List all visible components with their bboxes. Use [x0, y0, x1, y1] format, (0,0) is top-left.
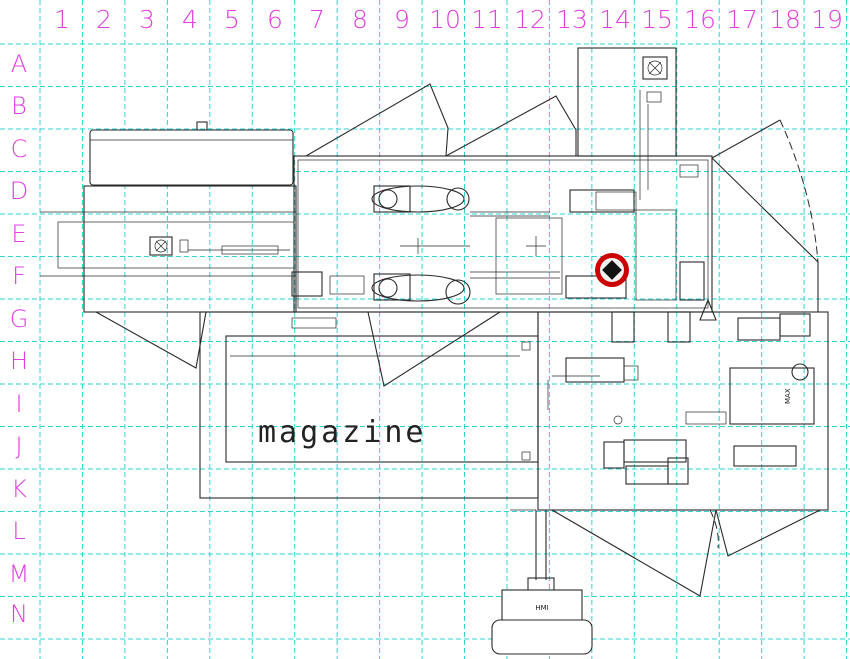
- column-label: 7: [309, 5, 325, 34]
- row-label: J: [15, 432, 22, 460]
- centre-platen: [495, 217, 563, 295]
- magazine-housing: [199, 311, 539, 499]
- guard-door-top-middle: [445, 95, 577, 157]
- servo-motor-1: [737, 317, 781, 341]
- hmi-label: HMI: [535, 604, 548, 612]
- column-label: 8: [352, 5, 368, 34]
- main-frame: [293, 155, 713, 313]
- cylinder-lower: [565, 275, 627, 299]
- row-label: L: [12, 517, 25, 545]
- infeed-belt: [57, 221, 295, 269]
- row-label: D: [10, 177, 28, 205]
- gearbox-3: [603, 441, 625, 469]
- gearbox-1: [611, 311, 635, 343]
- row-label: H: [10, 347, 28, 375]
- row-label: B: [11, 92, 27, 120]
- column-label: 16: [684, 5, 716, 34]
- servo-motor-3: [733, 445, 797, 467]
- control-cabinet: [89, 129, 294, 186]
- column-label: 4: [182, 5, 198, 34]
- column-label: 17: [726, 5, 758, 34]
- column-label: 10: [429, 5, 461, 34]
- hmi-console[interactable]: [491, 619, 593, 655]
- column-label: 15: [641, 5, 673, 34]
- column-label: 11: [471, 5, 503, 34]
- cylinder-upper: [569, 189, 635, 213]
- guard-door-bottom-right: [715, 509, 821, 557]
- belt-drive-upper: [371, 185, 465, 213]
- max-drive-unit: [729, 367, 815, 425]
- drive-motor-upper: [373, 185, 411, 213]
- fan-unit: [149, 236, 173, 256]
- column-label: 18: [769, 5, 801, 34]
- column-label: 2: [96, 5, 112, 34]
- column-label: 19: [811, 5, 843, 34]
- top-right-enclosure: [577, 47, 677, 157]
- row-label: M: [9, 560, 30, 588]
- guard-door-right: [711, 119, 781, 159]
- belt-drive-lower: [371, 274, 465, 302]
- row-label: G: [10, 305, 29, 333]
- column-labels: 1 2 3 4 5 6 7 8 9 10 11 12 13 14 15 16 1…: [54, 5, 843, 34]
- gearbox-2: [667, 311, 691, 343]
- fan-unit-top: [642, 56, 668, 80]
- row-label: K: [11, 475, 27, 503]
- cabinet-handle: [196, 121, 208, 131]
- drive-motor-lower: [373, 273, 411, 301]
- max-label: MAX: [784, 388, 792, 404]
- column-label: 1: [54, 5, 70, 34]
- marker-diamond-icon: [602, 260, 622, 280]
- guard-door-bottom-left: [551, 509, 717, 597]
- guard-flap-magazine: [367, 311, 501, 387]
- fan-icon: [154, 239, 168, 253]
- row-label: N: [10, 600, 28, 628]
- column-label: 6: [267, 5, 283, 34]
- motor-lower-left: [291, 271, 323, 297]
- column-label: 5: [224, 5, 240, 34]
- magazine-label: magazine: [258, 415, 427, 450]
- column-label: 3: [139, 5, 155, 34]
- row-label: I: [15, 390, 22, 418]
- column-label: 12: [514, 5, 546, 34]
- row-label: A: [11, 50, 27, 78]
- column-label: 9: [394, 5, 410, 34]
- row-label: F: [12, 262, 26, 290]
- machine-layout: magazine MAX HMI: [40, 47, 829, 655]
- column-label: 13: [556, 5, 588, 34]
- guard-door-top-left: [305, 83, 449, 157]
- servo-motor-2: [623, 439, 687, 463]
- cylinder-mid: [565, 357, 625, 383]
- row-label: E: [11, 220, 26, 248]
- guard-flap-left: [95, 311, 207, 369]
- row-label: C: [11, 135, 28, 163]
- column-label: 14: [599, 5, 631, 34]
- row-labels: A B C D E F G H I J K L M N: [9, 50, 30, 628]
- valve-block: [679, 261, 705, 301]
- infeed-conveyor-frame: [83, 185, 297, 313]
